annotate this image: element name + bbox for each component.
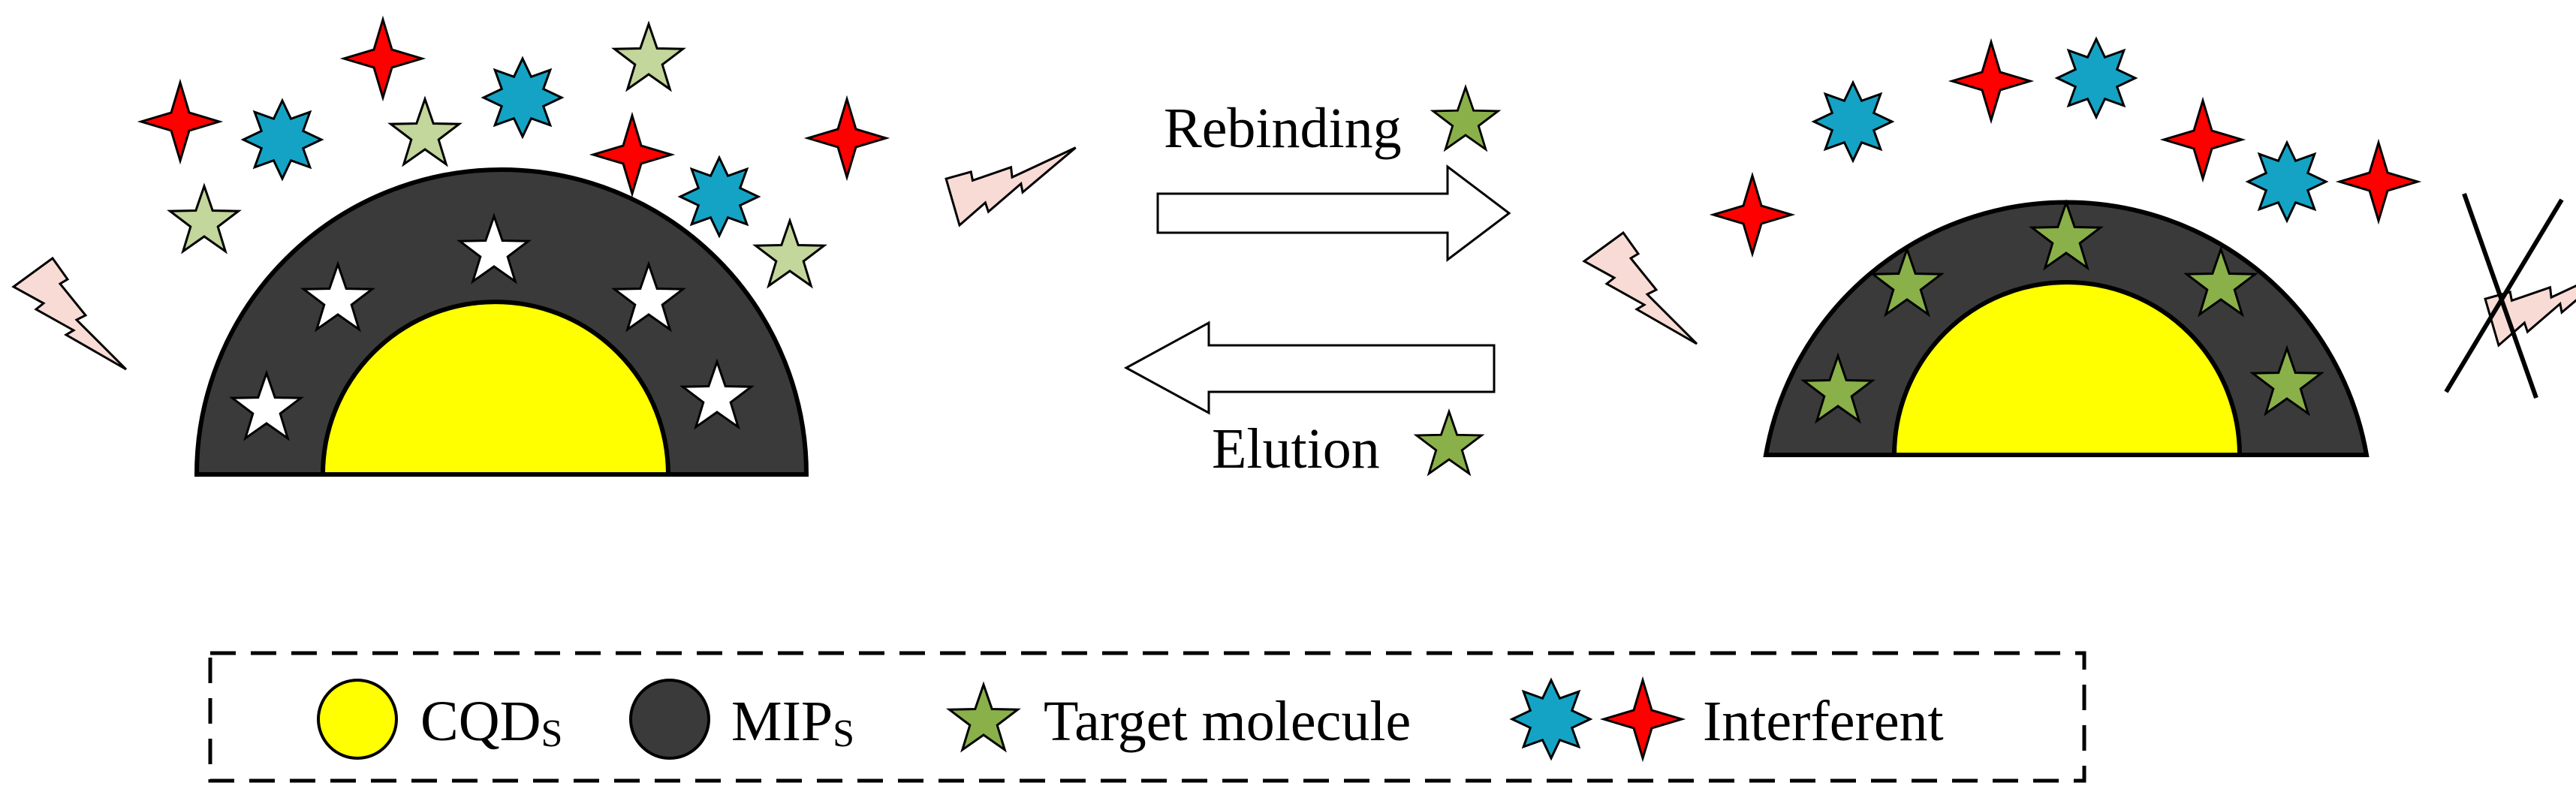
target-legend-label: Target molecule: [1044, 690, 1411, 753]
interferent-legend-label: Interferent: [1703, 690, 1944, 753]
mips-legend-swatch: [629, 679, 710, 760]
right-sensor-particle: [1763, 200, 2370, 457]
interferent-blue-icon: [1812, 81, 1894, 162]
target-molecule-icon: [389, 98, 461, 166]
quenched-signal: [2444, 193, 2576, 399]
mips-legend-label: MIPS: [731, 690, 854, 755]
legend-box: [208, 651, 2086, 783]
elution-arrow: [1123, 321, 1496, 415]
interferent-red-icon: [806, 98, 887, 179]
cross-out-icon: [2444, 198, 2564, 393]
interferent-blue-icon: [2056, 38, 2137, 119]
interferent-red-icon: [592, 114, 673, 195]
target-molecule-icon: [1432, 86, 1499, 151]
cqd-core-right: [1891, 280, 2243, 457]
target-molecule-icon: [613, 23, 685, 91]
interferent-red-icon: [1951, 41, 2032, 122]
elution-step: Elution: [1123, 321, 1496, 480]
interferent-red-icon: [1712, 174, 1793, 255]
interferent-red-icon: [342, 18, 423, 99]
rebinding-step: Rebinding: [1156, 86, 1511, 263]
target-molecule-icon: [168, 185, 240, 253]
lightning-bolt-icon: [1583, 231, 1698, 345]
target-legend-icon: [948, 683, 1020, 751]
lightning-bolt-icon: [2470, 228, 2576, 375]
cqds-legend-swatch: [317, 679, 398, 760]
legend: CQDS MIPS Target molecule Interferent: [208, 651, 2086, 783]
cqds-legend-label: CQDS: [420, 690, 562, 755]
elution-label: Elution: [1212, 417, 1380, 480]
rebinding-arrow: [1156, 164, 1511, 263]
interferent-red-icon: [2162, 99, 2243, 180]
interferent-red-icon: [140, 81, 221, 162]
interferent-blue-icon: [482, 57, 563, 138]
interferent-red-legend-icon: [1602, 679, 1683, 760]
target-molecule-icon: [1415, 410, 1483, 475]
left-sensor-particle: [194, 167, 809, 477]
interferent-blue-legend-icon: [1511, 679, 1592, 760]
cqd-core-left: [320, 300, 671, 477]
interferent-blue-icon: [679, 156, 760, 237]
lightning-bolt-icon: [12, 257, 128, 371]
cross-out-icon: [2462, 193, 2538, 399]
interferent-blue-icon: [242, 99, 323, 180]
lightning-bolt-icon: [931, 108, 1077, 255]
target-molecule-icon: [754, 219, 826, 288]
interferent-blue-icon: [2246, 141, 2327, 222]
rebinding-label: Rebinding: [1164, 97, 1402, 160]
interferent-red-icon: [2338, 141, 2419, 222]
